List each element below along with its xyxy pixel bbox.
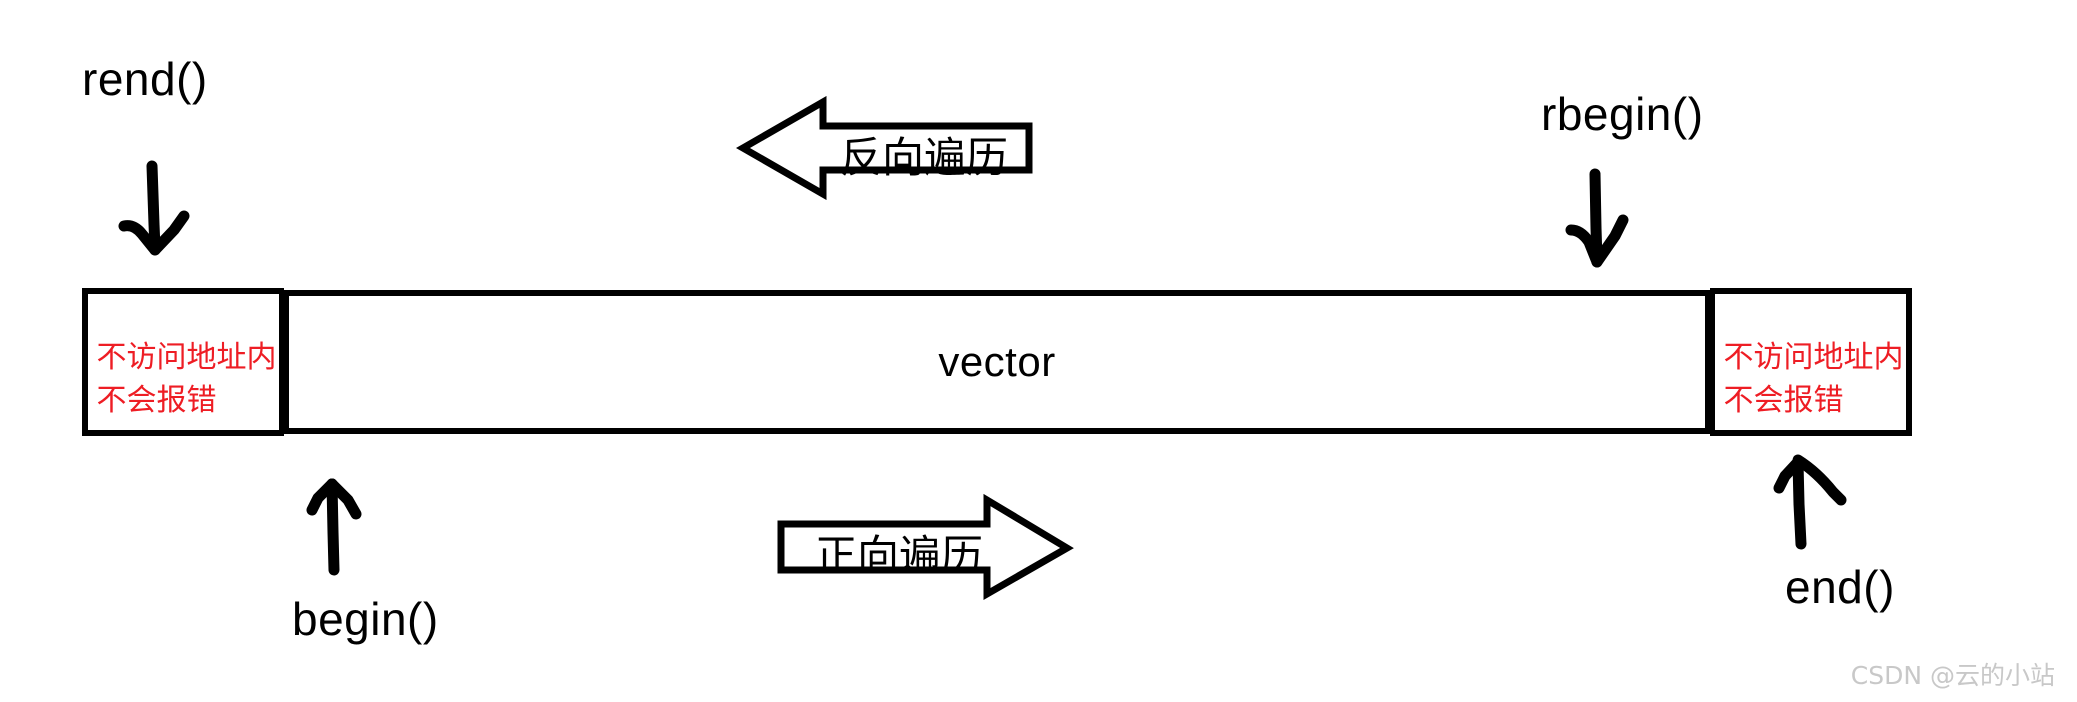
cell-left-out-of-bounds: 不访问地址内 不会报错 [82,288,284,436]
begin-up-arrow-icon [300,470,410,595]
reverse-traversal-label: 反向遍历 [840,133,1009,182]
vector-container: 不访问地址内 不会报错 vector 不访问地址内 不会报错 [82,288,1912,436]
label-rbegin: rbegin() [1541,88,1704,140]
rbegin-down-arrow-icon [1565,168,1675,283]
right-warning-text: 不访问地址内 不会报错 [1718,336,1904,423]
forward-traversal-label: 正向遍历 [815,531,984,580]
right-warning-line-1: 不访问地址内 [1723,339,1904,375]
rend-down-arrow-icon [110,160,220,275]
left-warning-line-2: 不会报错 [96,383,217,418]
right-warning-line-2: 不会报错 [1723,383,1844,418]
left-warning-line-1: 不访问地址内 [96,339,277,375]
label-end: end() [1785,561,1895,613]
csdn-watermark: CSDN @云的小站 [1850,661,2055,690]
end-up-arrow-icon [1765,448,1885,573]
vector-label: vector [938,338,1056,385]
left-warning-text: 不访问地址内 不会报错 [91,336,277,423]
label-begin: begin() [292,593,439,645]
label-rend: rend() [82,53,208,105]
forward-traversal-arrow: 正向遍历 [775,492,1075,607]
cell-vector-body: vector [284,290,1710,434]
reverse-traversal-arrow: 反向遍历 [735,95,1035,205]
cell-right-out-of-bounds: 不访问地址内 不会报错 [1710,288,1912,436]
